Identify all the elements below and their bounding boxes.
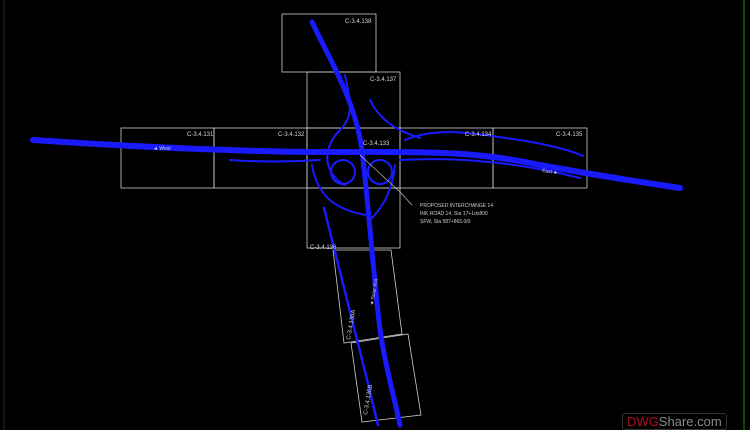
loop-ramp-east <box>367 159 393 185</box>
sheet-label-136: C-3.4.136 <box>310 245 337 251</box>
road-label-west: ◄ West <box>153 146 171 152</box>
sheet-label-138: C-3.4.138 <box>345 19 372 25</box>
annotation-line-1: PROPOSED INTERCHANGE 14 <box>420 203 493 209</box>
loop-ramp-west <box>330 159 356 185</box>
annotation-leader <box>359 154 413 206</box>
eastbound-lane <box>399 158 581 179</box>
annotation-line-3: SFW, Sta 587+865.0/0 <box>420 219 471 225</box>
sheet-frame-136b <box>350 333 422 423</box>
sheet-frame-136a <box>332 249 403 344</box>
eastbound-ramp <box>404 131 584 157</box>
watermark-part-2: Share.com <box>658 414 722 429</box>
sheet-label-134: C-3.4.134 <box>465 132 492 138</box>
ramp-ne <box>369 99 421 139</box>
sheet-label-133: C-3.4.133 <box>363 141 390 147</box>
sheet-label-135: C-3.4.135 <box>556 132 583 138</box>
sheet-label-136a: C-3.4.136A <box>346 309 357 340</box>
westbound-ramp <box>229 159 321 163</box>
sheet-frame-136 <box>306 187 401 249</box>
watermark-logo: DWGShare.com <box>622 413 727 430</box>
main-highway <box>30 137 683 191</box>
sheet-label-136b: C-3.4.136B <box>363 384 374 415</box>
sheet-label-131: C-3.4.131 <box>187 132 214 138</box>
sheet-frames <box>120 13 588 423</box>
road-network <box>30 19 683 428</box>
solar-ra-road <box>322 206 380 427</box>
watermark-part-1: DWG <box>627 414 659 429</box>
road-label-solar-ra: ◄ Solar R/A <box>369 277 380 306</box>
annotation-line-2: INK ROAD 14, Sta 17+1dx800 <box>420 211 488 217</box>
sheet-label-132: C-3.4.132 <box>278 132 305 138</box>
sheet-label-137: C-3.4.137 <box>370 77 397 83</box>
ramp-nw <box>326 74 351 186</box>
ramp-south <box>311 164 396 221</box>
road-label-east: East ► <box>542 168 559 176</box>
